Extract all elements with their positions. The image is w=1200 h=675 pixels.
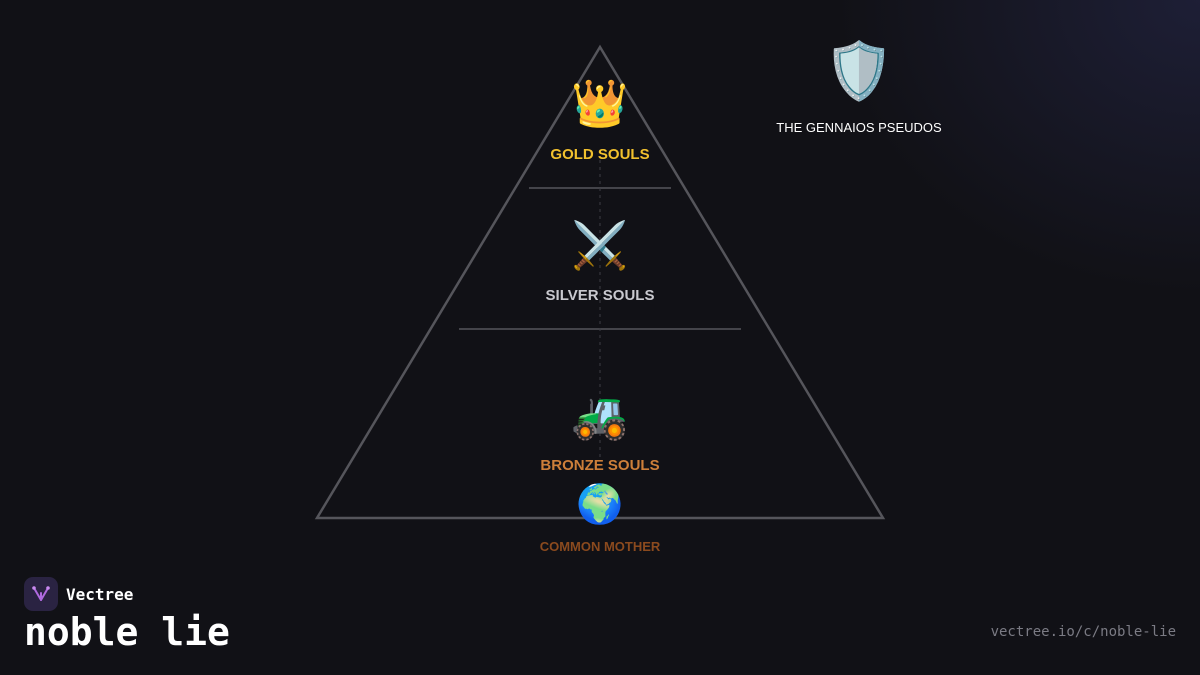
source-url[interactable]: vectree.io/c/noble-lie (990, 624, 1176, 640)
base-label: COMMON MOTHER (539, 539, 661, 554)
tier-label-silver: SILVER SOULS (545, 287, 655, 304)
tractor-icon: 🚜 (571, 388, 629, 442)
vectree-logo-icon (24, 577, 58, 611)
crown-icon: 👑 (571, 76, 629, 130)
brand-name: Vectree (66, 584, 134, 604)
tier-label-gold: GOLD SOULS (550, 146, 650, 163)
crossed-swords-icon: ⚔️ (571, 218, 629, 272)
page-title: noble lie (24, 610, 230, 654)
pyramid-outline (314, 44, 886, 520)
brand: Vectree (24, 577, 133, 611)
aside-label: THE GENNAIOS PSEUDOS (776, 120, 942, 135)
tier-label-bronze: BRONZE SOULS (540, 457, 660, 474)
shield-icon: 🛡️ (824, 39, 894, 104)
globe-icon: 🌍 (576, 482, 624, 526)
